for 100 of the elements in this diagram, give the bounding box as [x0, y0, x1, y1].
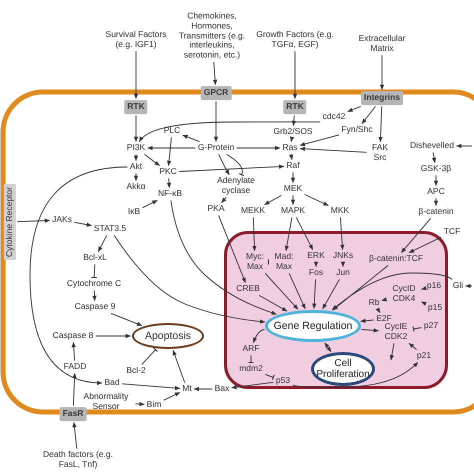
arrow — [290, 194, 296, 206]
protein-label: Mad: Max — [270, 252, 298, 272]
arrow — [221, 196, 227, 204]
receptor-box: FasR — [60, 407, 86, 421]
arrow — [72, 372, 77, 406]
protein-label: Bim — [146, 400, 162, 410]
arrow — [292, 114, 296, 126]
arrow — [465, 284, 472, 288]
arrow — [16, 218, 50, 223]
ligand-label: Growth Factors (e.g. TGFα, EGF) — [254, 30, 336, 50]
inhibition-line — [268, 260, 269, 264]
receptor-box: GPCR — [200, 86, 232, 100]
protein-label: MKK — [330, 206, 350, 216]
outcome-ellipse: Gene Regulation — [265, 310, 361, 342]
arrow — [362, 106, 376, 124]
arrow — [432, 152, 436, 164]
receptor-box: Cytokine Receptor — [4, 184, 16, 260]
protein-label: JNKs — [332, 251, 354, 261]
arrow — [312, 278, 316, 310]
protein-label: CycIE CDK2 — [380, 322, 412, 342]
protein-label: Mt — [181, 384, 193, 394]
arrow — [122, 383, 180, 390]
protein-label: p21 — [416, 351, 432, 361]
protein-label: Grb2/SOS — [272, 127, 314, 137]
arrow — [292, 362, 418, 388]
arrow — [72, 342, 76, 362]
protein-label: Caspase 8 — [52, 331, 94, 341]
ligand-label: Extracellular Matrix — [351, 34, 413, 54]
arrow — [172, 350, 186, 384]
arrow — [332, 264, 389, 310]
arrow — [166, 178, 172, 188]
protein-label: Dishevelled — [409, 141, 455, 151]
inhibition-line — [141, 347, 158, 366]
arrow — [314, 262, 318, 268]
double-arrow — [324, 342, 332, 352]
protein-label: Fyn/Shc — [340, 125, 374, 135]
arrow — [231, 382, 274, 390]
outcome-ellipse: Apoptosis — [132, 323, 204, 349]
arrow — [408, 236, 442, 254]
protein-label: STAT3.5 — [92, 224, 128, 234]
protein-label: Jun — [335, 268, 351, 278]
ligand-label: Survival Factors (e.g. IGF1) — [99, 30, 173, 50]
inhibition-line — [226, 154, 245, 176]
protein-label: β-catenin — [417, 207, 455, 217]
arrow — [289, 154, 294, 160]
arrow — [92, 290, 97, 302]
protein-label: PKA — [206, 204, 226, 214]
arrow — [163, 392, 180, 401]
protein-label: Myc: Max — [241, 252, 269, 272]
arrow — [264, 272, 298, 310]
arrow — [284, 216, 292, 252]
arrow — [134, 172, 138, 182]
protein-label: Caspase 9 — [74, 302, 116, 312]
protein-label: MEK — [282, 184, 304, 194]
protein-label: Bcl-2 — [125, 366, 147, 376]
arrow — [218, 214, 246, 284]
arrow — [214, 100, 218, 142]
arrow — [360, 318, 374, 323]
inhibition-line — [264, 374, 275, 380]
receptor-box: RTK — [283, 100, 307, 114]
arrow — [98, 234, 108, 252]
protein-label: Gli — [452, 281, 464, 291]
arrow — [361, 328, 380, 332]
arrow — [114, 234, 266, 324]
protein-label: Akt — [128, 162, 144, 172]
arrow — [332, 272, 453, 310]
arrow — [264, 194, 282, 206]
protein-label: FAK Src — [368, 143, 392, 163]
arrow — [170, 200, 277, 315]
protein-label: APC — [426, 187, 446, 197]
arrow — [138, 121, 321, 142]
protein-label: mdm2 — [238, 364, 264, 374]
arrow — [300, 134, 340, 146]
arrow — [252, 216, 257, 252]
arrow — [421, 301, 427, 306]
protein-label: GSK-3β — [420, 164, 452, 174]
arrow — [408, 342, 418, 350]
protein-label: MAPK — [280, 206, 306, 216]
arrow — [322, 278, 340, 310]
arrow — [390, 342, 394, 361]
arrow — [434, 198, 438, 206]
protein-label: ERK — [306, 251, 326, 261]
protein-label: PLC — [162, 126, 182, 136]
protein-label: TCF — [442, 227, 462, 237]
receptor-box: RTK — [124, 100, 148, 114]
protein-label: Fos — [308, 268, 324, 278]
arrow — [236, 146, 280, 150]
protein-label: ARF — [242, 344, 260, 354]
arrow — [290, 172, 296, 184]
protein-label: Cytochrome C — [66, 279, 122, 289]
arrow — [381, 297, 388, 302]
arrow — [380, 54, 384, 90]
receptor-box: Integrins — [361, 91, 403, 105]
arrow — [340, 262, 346, 268]
protein-label: CREB — [235, 284, 261, 294]
protein-label: MEKK — [240, 206, 266, 216]
arrow — [95, 334, 132, 338]
protein-label: CycID CDK4 — [388, 284, 420, 304]
protein-label: JAKs — [51, 215, 73, 225]
protein-label: PKC — [158, 167, 178, 177]
